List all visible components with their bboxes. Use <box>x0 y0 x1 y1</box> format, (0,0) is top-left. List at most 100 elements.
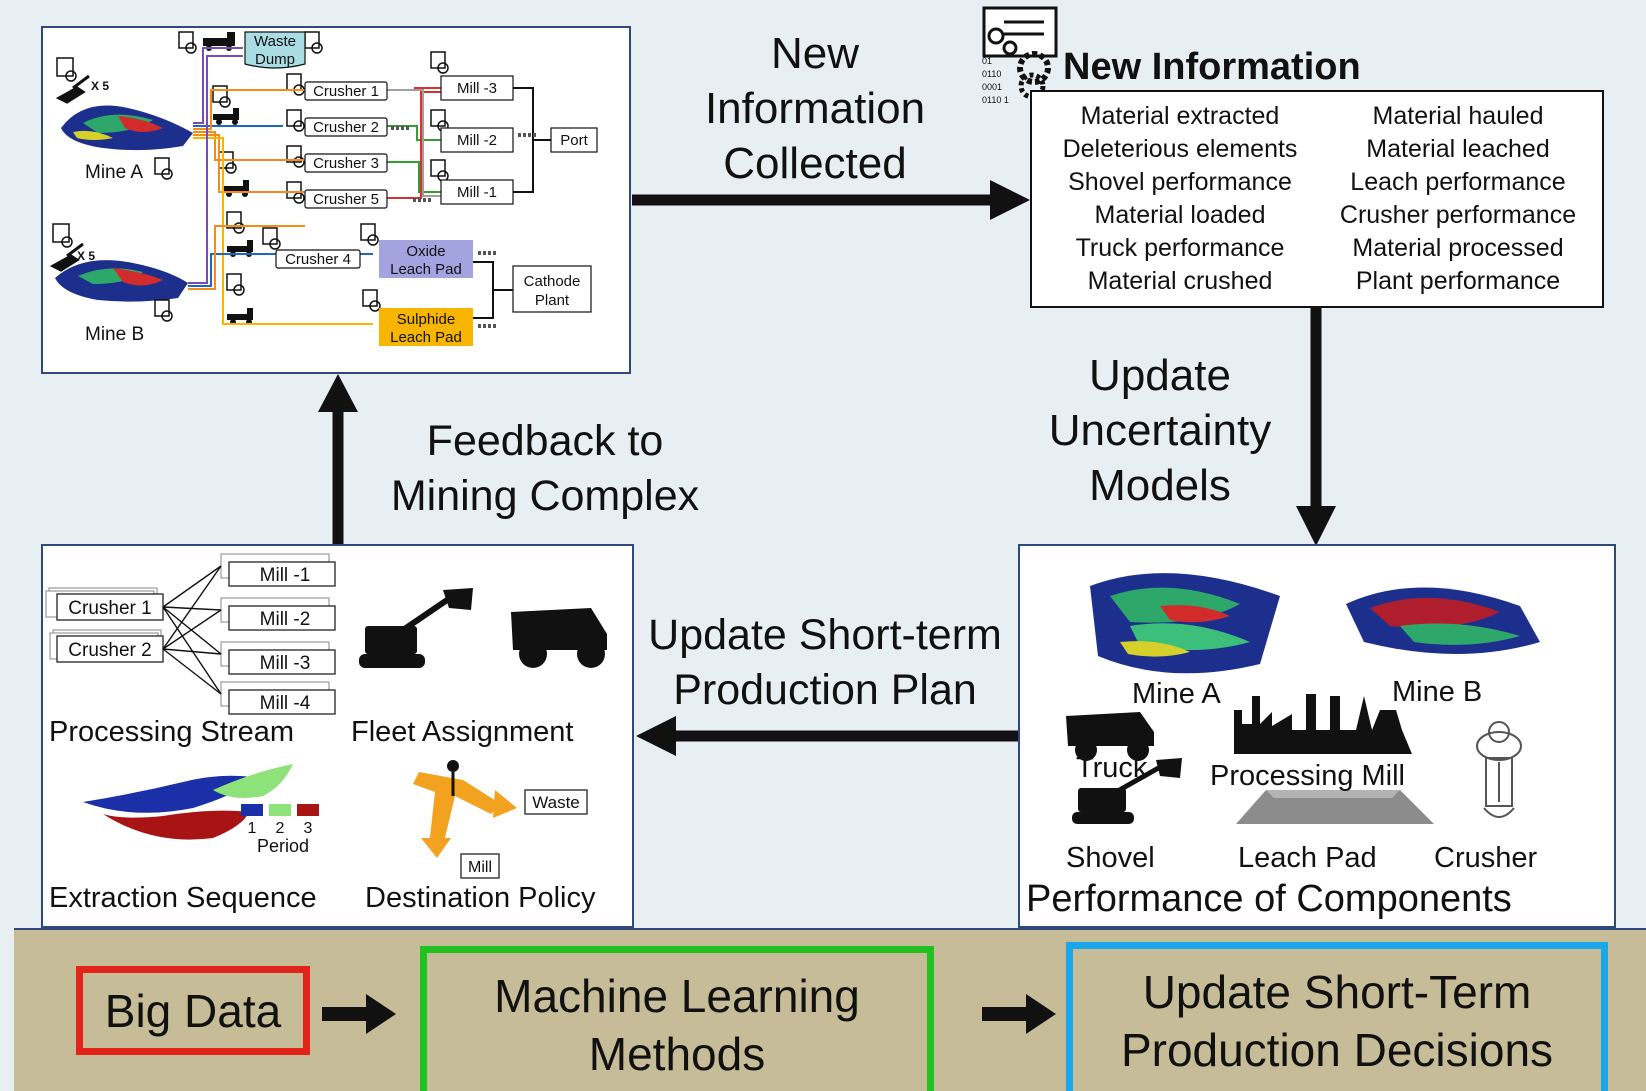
period-2-swatch <box>269 804 291 816</box>
period-2-number: 2 <box>276 820 285 837</box>
truck-label: Truck <box>1076 752 1148 784</box>
perf-truck-icon <box>1066 712 1154 761</box>
mill-boxes <box>228 561 336 715</box>
update-uncertainty-label: Update Uncertainty Models <box>1030 348 1290 513</box>
shovel-b-icon <box>49 242 84 272</box>
mining-complex-diagram: Waste Dump Crusher 1 Crusher 2 Crusher 3… <box>49 31 598 346</box>
bl-mill-1-label: Mill -1 <box>260 565 311 586</box>
fleet-shovel-icon <box>359 588 473 668</box>
destination-policy-label: Destination Policy <box>365 882 596 914</box>
perf-shovel-icon <box>1072 758 1182 824</box>
performance-panel: Mine A Mine B Truck Processing Mill Shov… <box>1018 544 1616 928</box>
new-information-title: New Information <box>1063 46 1361 88</box>
mill-3-label: Mill -3 <box>457 80 497 97</box>
fleet-truck-icon <box>511 608 607 668</box>
stream-links <box>162 565 222 695</box>
big-data-box: Big Data <box>76 966 310 1055</box>
mine-a-terrain <box>61 105 193 151</box>
new-info-collected-label: New Information Collected <box>680 26 950 191</box>
mine-b-terrain <box>55 260 188 302</box>
ml-line-1: Machine Learning <box>494 970 860 1022</box>
period-1-swatch <box>241 804 263 816</box>
sulphide-label-line-1: Sulphide <box>397 311 455 328</box>
waste-dump-label-line-1: Waste <box>254 33 296 50</box>
mill-1-label: Mill -1 <box>457 184 497 201</box>
conveyors <box>391 126 538 328</box>
band-arrow-1 <box>322 994 396 1034</box>
mill-2-label: Mill -2 <box>457 132 497 149</box>
mills <box>440 75 598 313</box>
info-item: Material crushed <box>1087 267 1273 295</box>
info-item: Plant performance <box>1355 267 1561 295</box>
binary-line-2: 0110 <box>982 69 1001 79</box>
update-plan-line-1: Update Short-term <box>648 611 1002 659</box>
period-label: Period <box>257 836 309 856</box>
info-item: Leach performance <box>1350 168 1566 196</box>
feedback-label: Feedback to Mining Complex <box>370 414 720 524</box>
update-decisions-line-1: Update Short-Term <box>1142 966 1532 1018</box>
machine-learning-box: Machine Learning Methods <box>420 946 934 1091</box>
perf-crusher-icon <box>1476 721 1522 818</box>
binary-line-3: 0001 <box>982 82 1002 92</box>
new-information-right-column: Material hauled Material leached Leach p… <box>1320 100 1596 298</box>
info-item: Truck performance <box>1075 234 1285 262</box>
mine-a-label: Mine A <box>85 162 143 183</box>
flow-lines <box>188 47 551 325</box>
waste-dump-label-line-2: Dump <box>255 51 295 68</box>
binary-line-4: 0110 1 <box>982 95 1009 105</box>
update-plan-line-2: Production Plan <box>673 666 977 714</box>
update-uncertainty-line-1: Update <box>1089 351 1231 400</box>
update-decisions-box: Update Short-Term Production Decisions <box>1066 942 1608 1091</box>
methodology-band <box>14 928 1646 1091</box>
shovel-a-icon <box>55 74 90 104</box>
feedback-line-1: Feedback to <box>426 417 664 465</box>
port-label: Port <box>560 132 588 149</box>
processing-stream-label: Processing Stream <box>49 716 294 748</box>
arrow-to-uncertainty-head <box>1296 506 1336 546</box>
info-item: Material loaded <box>1094 201 1266 229</box>
bright-mine-b-model <box>1346 587 1540 654</box>
fleet-assignment-label: Fleet Assignment <box>351 716 574 748</box>
bl-mill-2-label: Mill -2 <box>260 609 311 630</box>
leach-pad-top <box>1266 790 1400 798</box>
arrow-to-feedback-head <box>318 374 358 412</box>
oxide-leach-pad <box>379 240 473 278</box>
mill-box <box>460 853 500 879</box>
bright-mine-a-model <box>1090 573 1280 674</box>
shovel-label: Shovel <box>1066 842 1155 874</box>
oxide-label-line-2: Leach Pad <box>390 261 462 278</box>
processing-mill-icon <box>1234 694 1412 754</box>
processing-mill-label: Processing Mill <box>1210 760 1405 792</box>
waste-label: Waste <box>532 793 580 812</box>
info-item: Shovel performance <box>1068 168 1292 196</box>
feedback-line-2: Mining Complex <box>390 472 700 520</box>
crusher-label: Crusher <box>1434 842 1538 874</box>
period-3-swatch <box>297 804 319 816</box>
leach-pad-label: Leach Pad <box>1238 842 1377 874</box>
new-info-collected-line-1: New <box>770 29 860 78</box>
short-term-plan-diagram: Crusher 1 Crusher 2 Mill -1 Mill -2 Mill… <box>45 553 607 879</box>
new-info-collected-line-2: Information <box>704 84 926 133</box>
update-decisions-line-2: Production Decisions <box>1120 1024 1554 1076</box>
info-item: Material extracted <box>1080 102 1280 130</box>
band-arrow-2 <box>982 994 1056 1034</box>
new-info-collected-line-3: Collected <box>723 139 907 188</box>
big-data-label: Big Data <box>104 985 282 1037</box>
perf-mine-b-label: Mine B <box>1392 676 1483 708</box>
bl-mill-3-label: Mill -3 <box>260 653 311 674</box>
leach-pad-shape <box>1236 790 1434 824</box>
short-term-plan-panel: Crusher 1 Crusher 2 Mill -1 Mill -2 Mill… <box>41 544 634 928</box>
update-uncertainty-line-2: Uncertainty <box>1048 406 1272 455</box>
info-item: Deleterious elements <box>1062 135 1298 163</box>
destination-policy-graphic <box>413 760 517 858</box>
info-item: Material hauled <box>1372 102 1544 130</box>
new-information-left-column: Material extracted Deleterious elements … <box>1046 100 1314 298</box>
binary-line-1: 01 <box>982 56 992 66</box>
ml-line-2: Methods <box>588 1028 766 1080</box>
mill-label: Mill <box>468 859 492 876</box>
arrow-to-plan-head <box>636 716 676 756</box>
crusher-1-label: Crusher 1 <box>313 83 379 100</box>
crusher-3-label: Crusher 3 <box>313 155 379 172</box>
data-doc-icon: 01 0110 0001 0110 1 <box>982 6 1058 105</box>
crusher-5-label: Crusher 5 <box>313 191 379 208</box>
